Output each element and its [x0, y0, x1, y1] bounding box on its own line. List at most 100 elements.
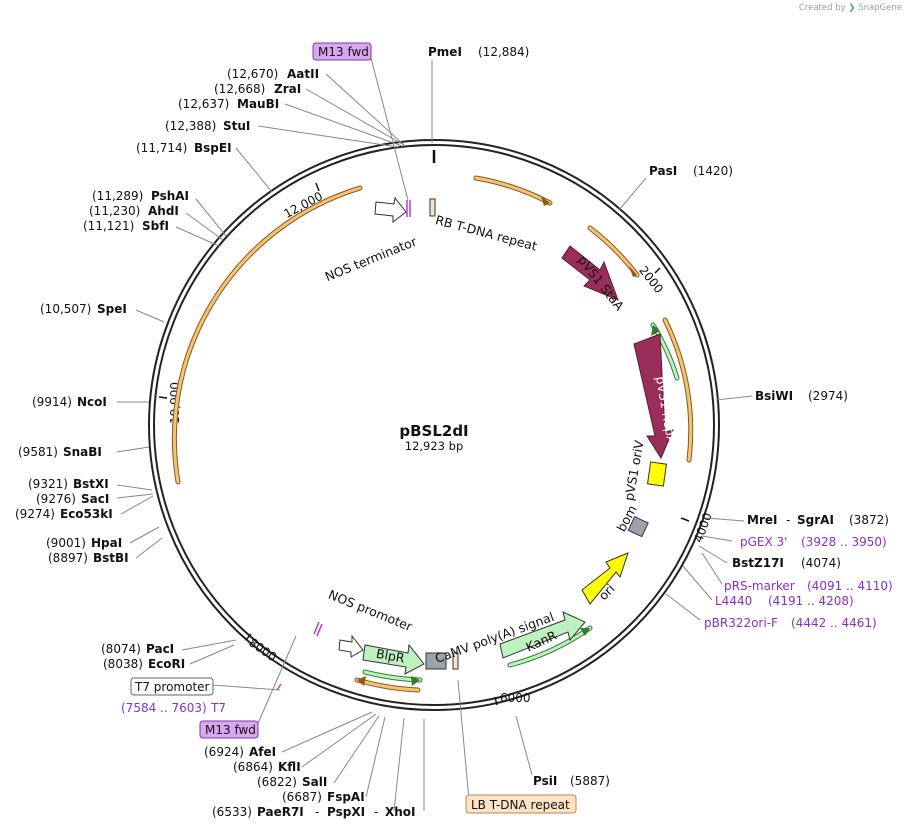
blpr-feature	[362, 643, 425, 675]
arrowhead-2	[629, 266, 637, 277]
nos-terminator-label: NOS terminator	[323, 233, 420, 284]
site-fspai-pos: (6687)	[282, 790, 322, 804]
pvs1-staa-feature	[561, 245, 619, 301]
site-paci-pos: (8074)	[101, 642, 141, 656]
site-pshai-pos: (11,289)	[92, 189, 143, 203]
site-bspei-pos: (11,714)	[136, 141, 187, 155]
m13-fwd-top-label: M13 fwd	[318, 45, 369, 59]
site-paci-name: PacI	[146, 642, 174, 656]
tick-label-6000: 6000	[500, 691, 531, 705]
site-eco53ki-name: Eco53kI	[60, 507, 113, 521]
site-stui-pos: (12,388)	[165, 119, 216, 133]
tick-label-2000: 2000	[636, 263, 666, 296]
rb-repeat-feature	[429, 198, 436, 217]
tick-marks	[158, 182, 690, 706]
primer-prs-marker-name: pRS-marker	[724, 579, 795, 593]
site-ncoi-name: NcoI	[77, 395, 107, 409]
m13-fwd-top-box	[312, 42, 372, 61]
site-paer7i-pos: (6533)	[212, 805, 252, 819]
site-eco53ki-pos: (9274)	[15, 507, 55, 521]
site-sbfi-name: SbfI	[142, 219, 169, 233]
site-kfli-pos: (6864)	[233, 760, 273, 774]
nos-promoter-feature	[338, 634, 364, 658]
snapgene-logo-icon: ❯	[848, 3, 856, 13]
site-dash-3: -	[786, 513, 790, 527]
primer-pbr322-range: (4442 .. 4461)	[791, 616, 877, 630]
m13-fwd-bottom-label: M13 fwd	[205, 723, 256, 737]
site-afei-pos: (6924)	[204, 745, 244, 759]
snapgene-credit: Created by ❯ SnapGene	[799, 3, 902, 13]
tick-label-4000: 4000	[691, 511, 715, 544]
primer-t7-range: (7584 .. 7603)	[121, 701, 207, 715]
site-ecori-name: EcoRI	[148, 657, 185, 671]
plasmid-name: pBSL2dI	[399, 422, 468, 440]
arrowhead-green-3	[411, 676, 420, 686]
site-bsiwi-pos: (2974)	[808, 389, 848, 403]
credit-brand: SnapGene	[858, 3, 902, 13]
leader-lines	[116, 57, 753, 812]
site-aatii-pos: (12,670)	[227, 67, 278, 81]
primer-pbr322-name: pBR322ori-F	[704, 616, 778, 630]
site-ecori-pos: (8038)	[103, 657, 143, 671]
plasmid-size: 12,923 bp	[405, 439, 464, 453]
site-dash-1: -	[315, 805, 319, 819]
credit-prefix: Created by	[798, 3, 846, 13]
site-bstz17i-name: BstZ17I	[732, 556, 784, 570]
arrowhead-green-2	[580, 628, 590, 636]
site-dash-2: -	[374, 805, 378, 819]
site-hpai-name: HpaI	[91, 536, 122, 550]
nos-promoter-label: NOS promoter	[326, 587, 415, 635]
t7-promoter-box	[130, 677, 214, 696]
site-psii-name: PsiI	[533, 774, 557, 788]
site-maubi-name: MauBI	[237, 97, 279, 111]
primer-prs-marker-range: (4091 .. 4110)	[807, 579, 893, 593]
rb-repeat-label: RB T-DNA repeat	[434, 212, 539, 254]
site-saci-pos: (9276)	[36, 492, 76, 506]
site-bstxi-pos: (9321)	[28, 477, 68, 491]
pvs1-repa-feature	[633, 333, 674, 460]
site-pmei-pos: (12,884)	[478, 45, 529, 59]
site-ahdi-name: AhdI	[148, 204, 179, 218]
primer-l4440-name: L4440	[715, 594, 752, 608]
primer-pgex3-name: pGEX 3'	[740, 535, 787, 549]
m13-fwd-bottom-box	[199, 720, 259, 739]
site-pshai-name: PshAI	[151, 189, 189, 203]
site-spei-name: SpeI	[97, 302, 127, 316]
site-spei-pos: (10,507)	[40, 302, 91, 316]
site-stui-name: StuI	[223, 119, 250, 133]
bom-feature	[627, 516, 649, 538]
site-sbfi-pos: (11,121)	[83, 219, 134, 233]
site-pspxi-name: PspXI	[327, 805, 365, 819]
primer-markers	[276, 200, 411, 691]
backbone-outer	[148, 139, 720, 711]
pvs1-staa-label: pVS1 StaA	[575, 253, 627, 314]
site-sali-pos: (6822)	[257, 775, 297, 789]
t7-promoter-label: T7 promoter	[134, 680, 210, 694]
site-fspai-name: FspAI	[327, 790, 365, 804]
kanr-feature	[499, 611, 586, 659]
primer-l4440-range: (4191 .. 4208)	[768, 594, 854, 608]
site-saci-name: SacI	[81, 492, 109, 506]
site-maubi-pos: (12,637)	[178, 97, 229, 111]
site-kfli-name: KflI	[278, 760, 301, 774]
primer-pgex3-range: (3928 .. 3950)	[801, 535, 887, 549]
arrowhead-green-1	[651, 325, 660, 336]
blpr-label: BlpR	[375, 646, 406, 666]
site-mrei-pos: (3872)	[849, 513, 889, 527]
site-snabi-pos: (9581)	[18, 445, 58, 459]
site-xhoi-name: XhoI	[385, 805, 416, 819]
lb-repeat-label: LB T-DNA repeat	[471, 798, 570, 812]
site-mrei-name: MreI	[747, 513, 777, 527]
primer-t7-name: T7	[210, 701, 226, 715]
site-aatii-name: AatII	[287, 67, 319, 81]
site-pasi-name: PasI	[649, 164, 677, 178]
nos-terminator-feature	[374, 196, 407, 224]
ori-feature	[581, 552, 629, 605]
camv-polya-feature	[425, 652, 447, 670]
site-snabi-name: SnaBI	[63, 445, 102, 459]
site-paer7i-name: PaeR7I	[257, 805, 304, 819]
site-ahdi-pos: (11,230)	[89, 204, 140, 218]
site-ncoi-pos: (9914)	[32, 395, 72, 409]
lb-repeat-box	[465, 794, 577, 814]
